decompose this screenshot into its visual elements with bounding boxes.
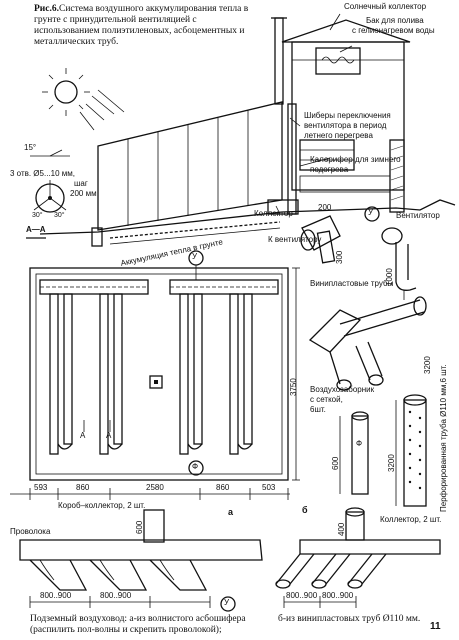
dim-860-left: 860 — [76, 483, 90, 492]
dim-503: 503 — [262, 483, 276, 492]
dim-400: 400 — [337, 522, 346, 536]
sun-icon — [42, 68, 90, 116]
caption-b: б-из винипластовых труб Ø110 мм. — [278, 614, 421, 624]
dim-1000: 1000 — [385, 268, 394, 286]
dim-3750: 3750 — [289, 378, 298, 396]
dim-800-900-3: 800..900 — [286, 591, 318, 600]
dim-300: 300 — [335, 250, 344, 264]
label-solar-collector: Солнечный коллектор — [344, 2, 427, 11]
label-box-collector: Короб–коллектор, 2 шт. — [58, 501, 146, 510]
figure-label: Рис.6. — [34, 4, 59, 14]
duct-variant-b — [275, 507, 441, 608]
label-angle-right: 30° — [54, 212, 65, 219]
marker-f-right: Ф — [356, 439, 363, 448]
label-step-1: шаг — [74, 179, 88, 188]
label-heater-1: Калорифер для зимнего — [310, 155, 401, 164]
label-tank: Бак для полива — [366, 16, 424, 25]
greenhouse-section — [39, 17, 456, 247]
sun-rays — [79, 89, 125, 131]
label-air-intake-2: с сеткой, — [310, 395, 343, 404]
label-holes: 3 отв. Ø5...10 мм, — [10, 169, 75, 178]
label-variant-a: а — [228, 507, 234, 517]
dim-600-b: 600 — [135, 520, 144, 534]
plan-view — [10, 250, 300, 500]
label-air-intake-1: Воздухозаборник — [310, 385, 375, 394]
caption-a: Подземный воздуховод: а-из волнистого ас… — [30, 614, 300, 636]
label-shutters-1: Шиберы переключения — [304, 111, 391, 120]
label-to-fan: К вентилятору — [268, 235, 322, 244]
label-step-2: 200 мм — [70, 189, 97, 198]
label-wire: Проволока — [10, 527, 51, 536]
label-perforated-pipe: Перфорированная труба Ø110 мм,6 шт. — [439, 364, 448, 512]
figure-caption: Рис.6.Система воздушного аккумулирования… — [34, 4, 256, 48]
dim-600: 600 — [331, 456, 340, 470]
callout-leaders — [275, 13, 353, 215]
dim-860-right: 860 — [216, 483, 230, 492]
marker-u-right: У — [368, 208, 374, 217]
label-angle-left: 30° — [32, 212, 43, 219]
marker-f-bottom: Ф — [192, 462, 199, 471]
caption-a-line-2: (распилить пол-волны и скрепить проволок… — [30, 625, 222, 635]
label-shutters-3: летнего перегрева — [304, 131, 373, 140]
label-collector: Коллектор — [254, 209, 293, 218]
dim-3200: 3200 — [423, 356, 432, 374]
marker-a-left: А — [80, 431, 86, 440]
label-vinyl-pipes: Винипластовые трубы — [310, 279, 394, 288]
label-air-intake-3: 6шт. — [310, 405, 326, 414]
label-tank-2: с гелионагревом воды — [352, 26, 435, 35]
dim-200: 200 — [318, 203, 332, 212]
dim-800-900-1: 800..900 — [40, 591, 72, 600]
label-collector-2: Коллектор, 2 шт. — [380, 515, 442, 524]
figure-caption-text: Система воздушного аккумулирования тепла… — [34, 4, 249, 47]
dim-800-900-2: 800..900 — [100, 591, 132, 600]
marker-a-right: А — [106, 431, 112, 440]
dim-800-900-4: 800..900 — [322, 591, 354, 600]
marker-u-bottom: У — [224, 598, 230, 607]
pipe-section-aa — [26, 149, 70, 239]
pipe-details-right — [300, 206, 427, 507]
dim-3200-b: 3200 — [387, 454, 396, 472]
label-variant-b: б — [302, 505, 308, 515]
label-fan: Вентилятор — [396, 211, 440, 220]
label-heater-2: подогрева — [310, 165, 349, 174]
label-angle-15: 15° — [24, 143, 37, 152]
label-shutters-2: вентилятора в период — [304, 121, 387, 130]
caption-a-line-1: Подземный воздуховод: а-из волнистого ас… — [30, 614, 246, 624]
dim-593: 593 — [34, 483, 48, 492]
duct-variant-a — [19, 509, 263, 612]
label-section-aa: А—А — [26, 225, 46, 234]
marker-u-top: У — [192, 252, 198, 261]
page-number: 11 — [430, 621, 441, 632]
dim-2580: 2580 — [146, 483, 164, 492]
